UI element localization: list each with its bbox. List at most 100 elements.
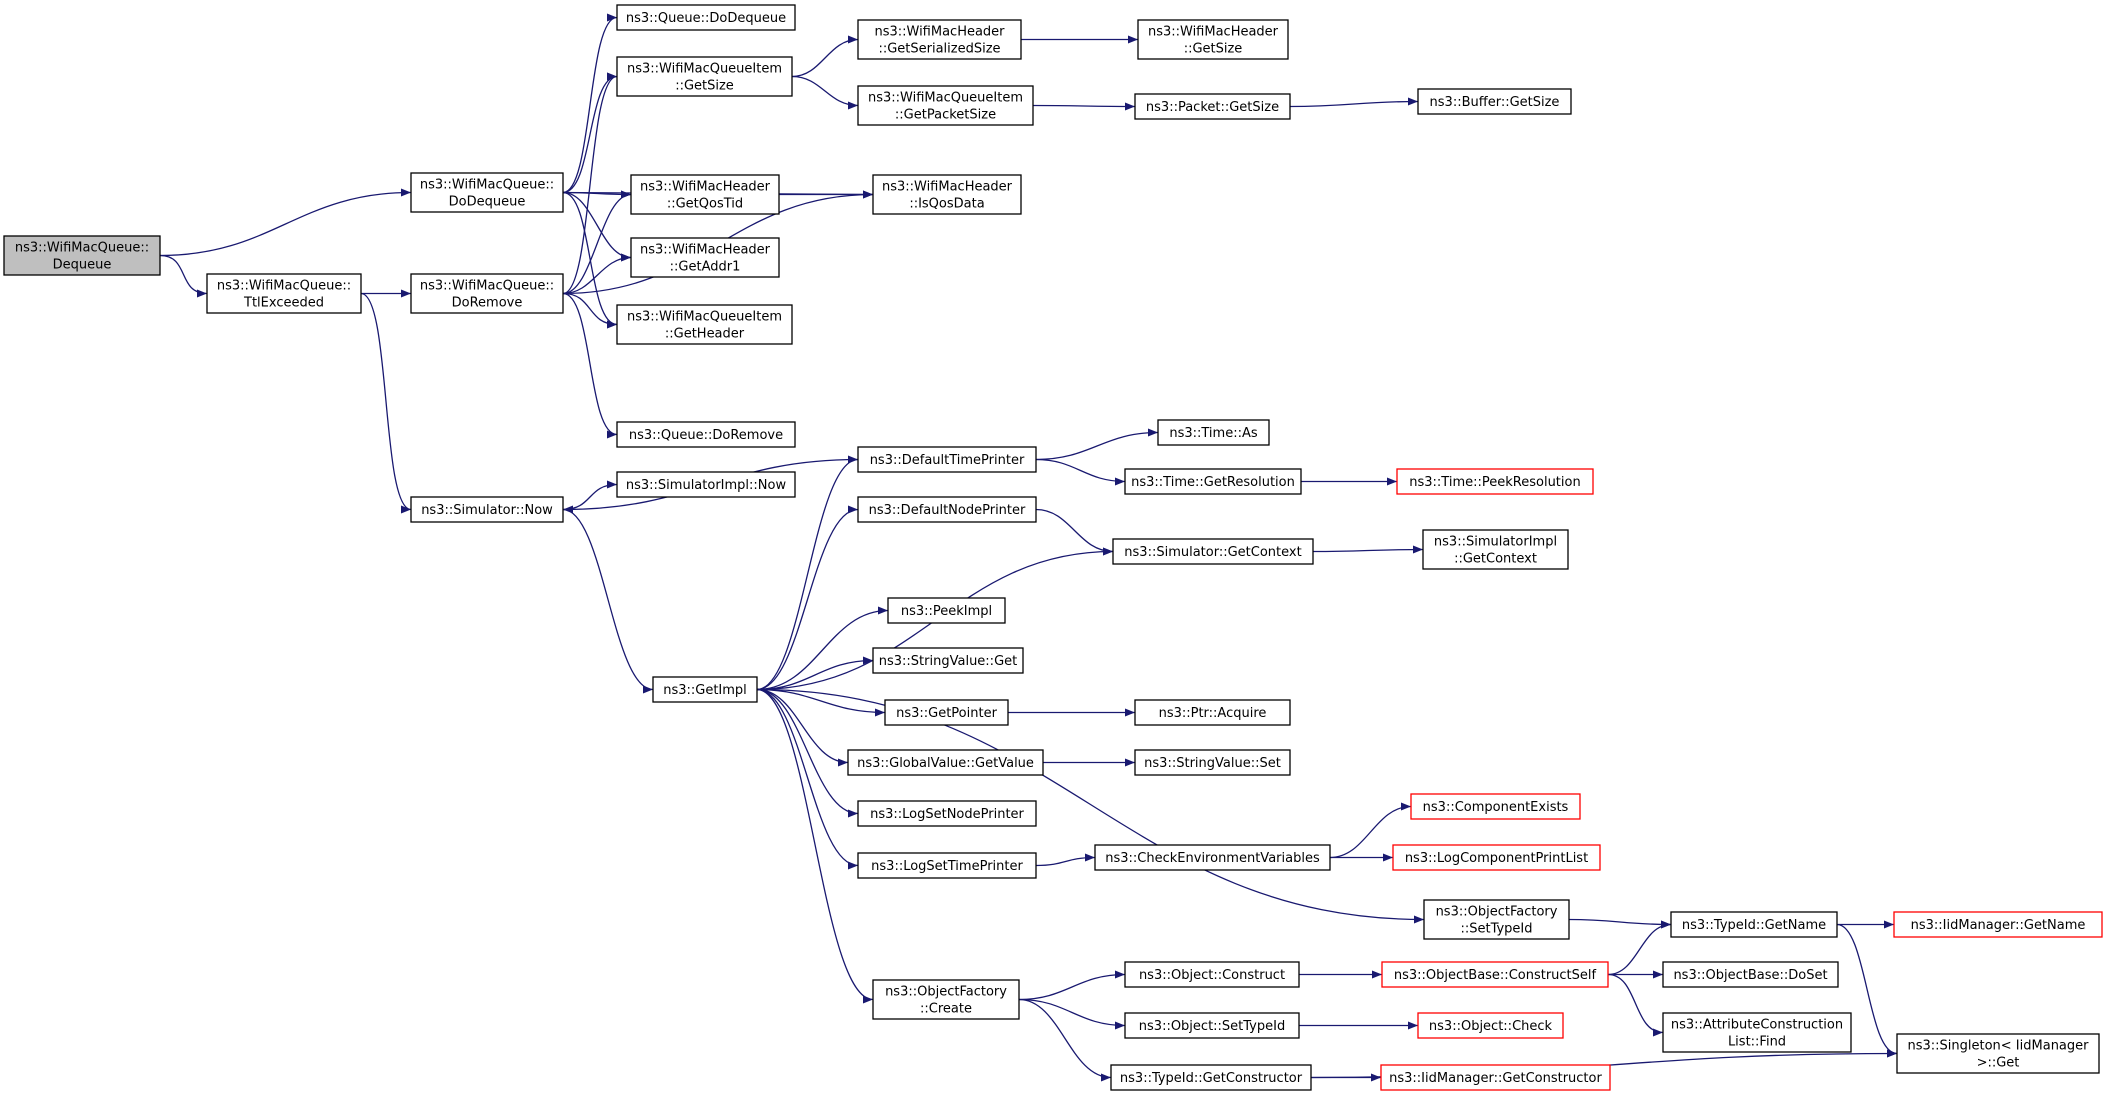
node-isqosdata[interactable]: ns3::WifiMacHeader::IsQosData xyxy=(872,174,1022,215)
node-objectbaseconstructself[interactable]: ns3::ObjectBase::ConstructSelf xyxy=(1381,961,1609,988)
node-ttlexceeded[interactable]: ns3::WifiMacQueue::TtlExceeded xyxy=(206,273,362,314)
edge-objectbaseconstructself-to-typeidgetname xyxy=(1607,920,1672,976)
node-label: ns3::ObjectBase::DoSet xyxy=(1673,968,1827,983)
node-box xyxy=(1157,419,1270,446)
node-box xyxy=(630,174,780,215)
node-simgetcontext[interactable]: ns3::Simulator::GetContext xyxy=(1112,538,1314,565)
nodes-layer: ns3::WifiMacQueue::Dequeuens3::WifiMacQu… xyxy=(3,4,2103,1091)
node-defaulttimeprinter[interactable]: ns3::DefaultTimePrinter xyxy=(857,446,1037,473)
node-label: ns3::WifiMacQueueItem xyxy=(868,91,1023,106)
edge-simgetcontext-to-simimplgetcontext xyxy=(1312,545,1424,554)
node-getimpl[interactable]: ns3::GetImpl xyxy=(652,676,758,703)
node-singletonget[interactable]: ns3::Singleton< IidManager >::Get xyxy=(1896,1033,2100,1074)
node-getpacketsize[interactable]: ns3::WifiMacQueueItem::GetPacketSize xyxy=(857,85,1034,126)
node-timepeekresolution[interactable]: ns3::Time::PeekResolution xyxy=(1396,468,1594,495)
node-label: ns3::ObjectFactory xyxy=(885,985,1007,1000)
edge-dodequeue-to-getheader xyxy=(562,191,618,329)
node-box xyxy=(1662,961,1839,988)
node-stringvalueset[interactable]: ns3::StringValue::Set xyxy=(1134,749,1291,776)
edge-getimpl-to-stringvalueget xyxy=(756,656,874,691)
node-box xyxy=(652,676,758,703)
node-getheader[interactable]: ns3::WifiMacQueueItem::GetHeader xyxy=(616,304,793,345)
node-logcomponentprintlist[interactable]: ns3::LogComponentPrintList xyxy=(1392,844,1601,871)
node-timegetresolution[interactable]: ns3::Time::GetResolution xyxy=(1124,468,1302,495)
node-ptracquire[interactable]: ns3::Ptr::Acquire xyxy=(1134,699,1291,726)
node-label: ns3::Time::As xyxy=(1169,426,1258,441)
node-box xyxy=(1380,1064,1611,1091)
node-componentexists[interactable]: ns3::ComponentExists xyxy=(1410,793,1581,820)
node-label: ::GetSerializedSize xyxy=(878,42,1000,57)
node-label: ns3::ObjectFactory xyxy=(1436,905,1558,920)
node-objectfactorycreate[interactable]: ns3::ObjectFactory::Create xyxy=(872,979,1020,1020)
node-label: ns3::SimulatorImpl::Now xyxy=(626,478,787,493)
node-doremove[interactable]: ns3::WifiMacQueue::DoRemove xyxy=(410,273,564,314)
node-label: ns3::DefaultNodePrinter xyxy=(869,503,1026,518)
edge-objectfactorycreate-to-objectsettypeid xyxy=(1018,998,1126,1030)
node-getserializedsize[interactable]: ns3::WifiMacHeader::GetSerializedSize xyxy=(857,19,1022,60)
node-timeas[interactable]: ns3::Time::As xyxy=(1157,419,1270,446)
node-objectbasedoset[interactable]: ns3::ObjectBase::DoSet xyxy=(1662,961,1839,988)
node-box xyxy=(1110,1064,1312,1091)
node-box xyxy=(847,749,1044,776)
edge-ttlexceeded-to-simnow xyxy=(360,292,412,514)
node-iidmanagergetconstructor[interactable]: ns3::IidManager::GetConstructor xyxy=(1380,1064,1611,1091)
edge-defaultnodeprinter-to-simgetcontext xyxy=(1035,508,1114,556)
node-box xyxy=(1670,911,1838,938)
node-label: ns3::Time::GetResolution xyxy=(1131,475,1295,490)
node-box xyxy=(1392,844,1601,871)
edge-doremove-to-getaddr1 xyxy=(562,253,632,295)
node-buffergetsize[interactable]: ns3::Buffer::GetSize xyxy=(1417,88,1572,115)
node-label: ::GetAddr1 xyxy=(670,260,741,275)
node-simimplnow[interactable]: ns3::SimulatorImpl::Now xyxy=(616,471,796,498)
node-stringvalueget[interactable]: ns3::StringValue::Get xyxy=(872,647,1024,674)
node-packetgetsize[interactable]: ns3::Packet::GetSize xyxy=(1134,93,1291,120)
node-label: ::GetQosTid xyxy=(667,197,743,212)
node-getqostid[interactable]: ns3::WifiMacHeader::GetQosTid xyxy=(630,174,780,215)
node-qdodequeue[interactable]: ns3::Queue::DoDequeue xyxy=(616,4,796,31)
node-getaddr1[interactable]: ns3::WifiMacHeader::GetAddr1 xyxy=(630,237,780,278)
edge-getimpl-to-logsetnodeprinter xyxy=(756,688,859,818)
node-globalvaluegetvalue[interactable]: ns3::GlobalValue::GetValue xyxy=(847,749,1044,776)
node-peekimpl[interactable]: ns3::PeekImpl xyxy=(887,597,1006,624)
node-dequeue[interactable]: ns3::WifiMacQueue::Dequeue xyxy=(3,235,161,276)
node-logsettimeprinter[interactable]: ns3::LogSetTimePrinter xyxy=(857,852,1037,879)
node-checkenvvars[interactable]: ns3::CheckEnvironmentVariables xyxy=(1094,844,1331,871)
node-objectsettypeid[interactable]: ns3::Object::SetTypeId xyxy=(1124,1012,1300,1039)
node-label: ns3::StringValue::Set xyxy=(1144,756,1281,771)
node-label: ns3::WifiMacQueueItem xyxy=(627,62,782,77)
edge-doremove-to-qdoremove xyxy=(562,292,618,439)
node-typeidgetconstructor[interactable]: ns3::TypeId::GetConstructor xyxy=(1110,1064,1312,1091)
node-label: ns3::WifiMacQueue:: xyxy=(217,279,351,294)
node-box xyxy=(616,304,793,345)
node-getpointer[interactable]: ns3::GetPointer xyxy=(884,699,1009,726)
node-label: ::GetPacketSize xyxy=(895,108,996,123)
edge-dodequeue-to-qdodequeue xyxy=(562,13,618,194)
node-typeidgetname[interactable]: ns3::TypeId::GetName xyxy=(1670,911,1838,938)
node-label: ::GetContext xyxy=(1454,552,1537,567)
node-qdoremove[interactable]: ns3::Queue::DoRemove xyxy=(616,421,796,448)
node-wmhgetsize[interactable]: ns3::WifiMacHeader::GetSize xyxy=(1137,19,1289,60)
node-box xyxy=(1422,529,1569,570)
node-box xyxy=(1134,699,1291,726)
node-dodequeue[interactable]: ns3::WifiMacQueue::DoDequeue xyxy=(410,172,564,213)
node-label: ns3::Ptr::Acquire xyxy=(1159,706,1267,721)
node-objectfactorysettypeid[interactable]: ns3::ObjectFactory::SetTypeId xyxy=(1423,899,1570,940)
edge-objectfactorycreate-to-typeidgetconstructor xyxy=(1018,998,1112,1082)
node-logsetnodeprinter[interactable]: ns3::LogSetNodePrinter xyxy=(857,800,1037,827)
edge-dodequeue-to-getaddr1 xyxy=(562,191,632,262)
node-defaultnodeprinter[interactable]: ns3::DefaultNodePrinter xyxy=(857,496,1037,523)
node-wmqigetsize[interactable]: ns3::WifiMacQueueItem::GetSize xyxy=(616,56,793,97)
node-objectcheck[interactable]: ns3::Object::Check xyxy=(1417,1012,1564,1039)
node-label: ns3::WifiMacQueue:: xyxy=(420,279,554,294)
node-label: >::Get xyxy=(1977,1056,2020,1071)
node-iidmanagergetname[interactable]: ns3::IidManager::GetName xyxy=(1893,911,2103,938)
edges-layer xyxy=(159,13,1898,1082)
node-label: ns3::AttributeConstruction xyxy=(1671,1018,1843,1033)
node-label: ns3::ComponentExists xyxy=(1423,800,1569,815)
node-objectconstruct[interactable]: ns3::Object::Construct xyxy=(1124,961,1300,988)
node-simimplgetcontext[interactable]: ns3::SimulatorImpl::GetContext xyxy=(1422,529,1569,570)
node-simnow[interactable]: ns3::Simulator::Now xyxy=(410,496,564,523)
edge-wmqigetsize-to-getpacketsize xyxy=(791,75,859,110)
edge-typeidgetname-to-singletonget xyxy=(1836,923,1898,1058)
